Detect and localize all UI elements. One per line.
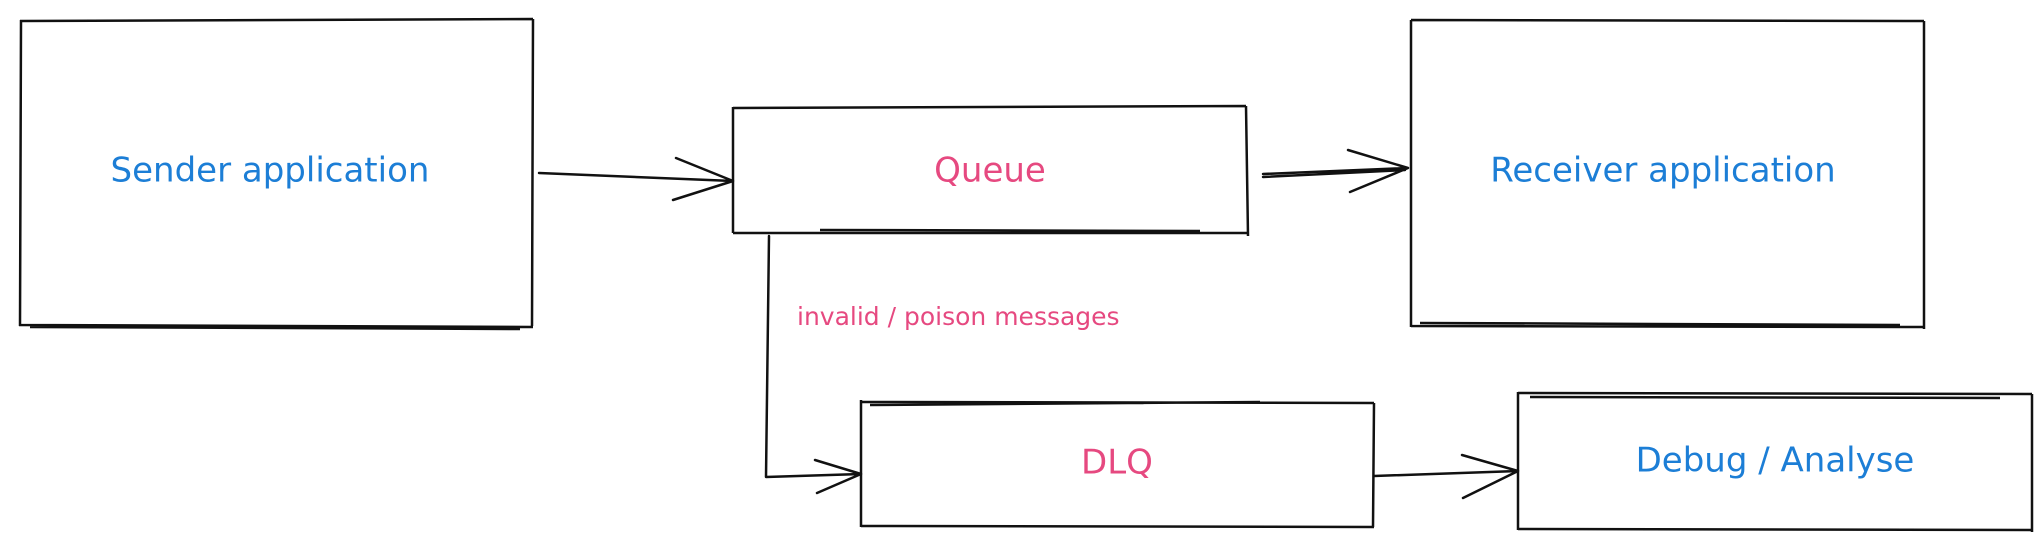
- receiver-application-label: Receiver application: [1490, 151, 1835, 191]
- debug-analyse-label: Debug / Analyse: [1636, 441, 1915, 481]
- dlq-node[interactable]: DLQ: [859, 400, 1376, 529]
- queue-label: Queue: [934, 151, 1046, 191]
- sender-application-label: Sender application: [111, 151, 430, 191]
- arrow-sender-to-queue: [537, 156, 735, 202]
- receiver-application-node[interactable]: Receiver application: [1409, 18, 1926, 329]
- sender-application-node[interactable]: Sender application: [18, 17, 535, 331]
- debug-analyse-node[interactable]: Debug / Analyse: [1516, 391, 2034, 532]
- arrow-queue-to-receiver: [1261, 148, 1410, 194]
- dlq-label: DLQ: [1081, 443, 1153, 483]
- arrow-queue-to-dlq: [764, 234, 863, 495]
- invalid-poison-messages-label: invalid / poison messages: [797, 302, 1120, 331]
- arrow-dlq-to-debug: [1372, 453, 1520, 500]
- queue-node[interactable]: Queue: [731, 104, 1250, 237]
